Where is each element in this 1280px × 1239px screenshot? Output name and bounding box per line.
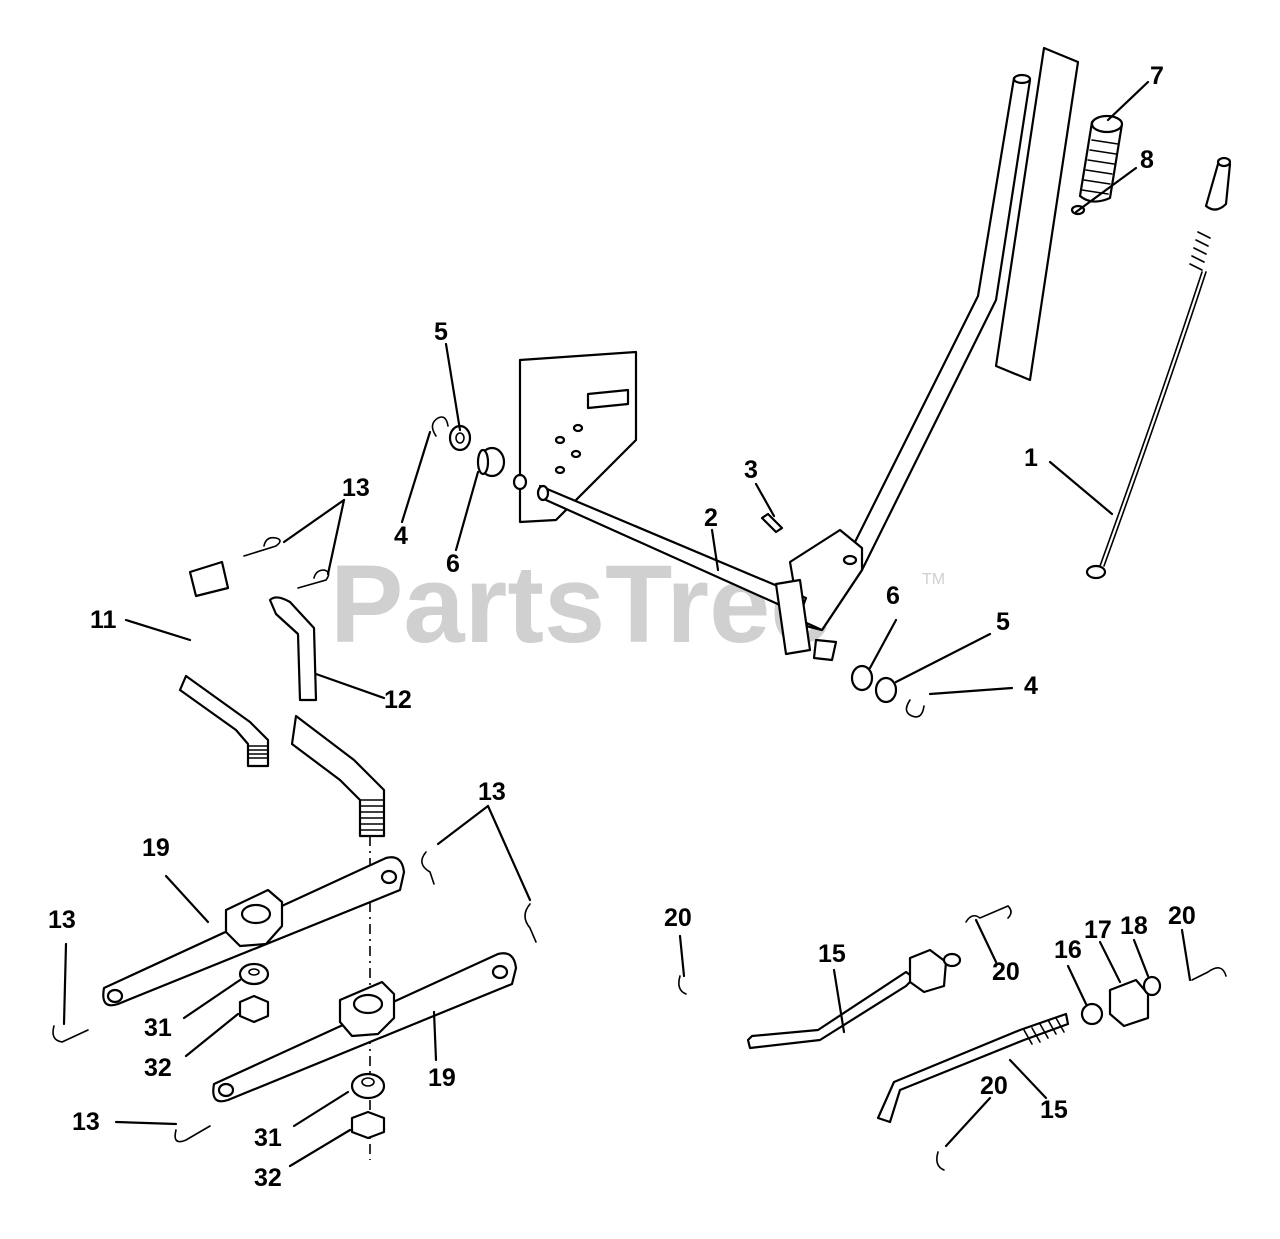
right-hardware	[850, 664, 925, 718]
callout-5-right: 5	[996, 608, 1010, 636]
callout-18: 18	[1120, 912, 1148, 940]
callout-20-right: 20	[1168, 902, 1196, 930]
callout-15-upper: 15	[818, 940, 846, 968]
callout-13-bottom: 13	[72, 1108, 100, 1136]
clevis-pin-top	[243, 536, 330, 589]
callout-31-lower: 31	[254, 1124, 282, 1152]
callout-20-mid: 20	[992, 958, 1020, 986]
callout-19-upper: 19	[142, 834, 170, 862]
lift-lever	[788, 73, 1032, 632]
link-11	[178, 560, 270, 768]
lift-cable	[1085, 156, 1232, 580]
callout-13-right: 13	[478, 778, 506, 806]
callout-4-right: 4	[1024, 672, 1038, 700]
callout-6-left: 6	[446, 550, 460, 578]
callout-7: 7	[1150, 62, 1164, 90]
callout-8: 8	[1140, 146, 1154, 174]
callout-32-upper: 32	[144, 1054, 172, 1082]
roll-pin	[760, 512, 784, 534]
watermark-trademark: TM	[922, 571, 945, 588]
callout-11: 11	[90, 606, 117, 634]
callout-4-left: 4	[394, 522, 408, 550]
callout-13-left: 13	[48, 906, 76, 934]
callout-20-bottom: 20	[980, 1072, 1008, 1100]
callout-31-upper: 31	[144, 1014, 172, 1042]
washer-31-lower	[350, 1072, 386, 1100]
callout-labels: 1 2 3 4 4 5 5 6 6 7 8 11 12 13 13 13 13 …	[48, 62, 1196, 1192]
callout-6-right: 6	[886, 582, 900, 610]
clip-13-left	[52, 851, 537, 1143]
nut-32-lower	[350, 1110, 386, 1140]
callout-5-left: 5	[434, 318, 448, 346]
callout-17: 17	[1084, 916, 1112, 944]
arm-19-upper	[102, 856, 406, 1007]
link-12	[268, 596, 386, 838]
knob	[1070, 114, 1124, 216]
watermark-brand: PartsTree	[330, 543, 831, 666]
callout-20-left: 20	[664, 904, 692, 932]
callout-16: 16	[1054, 936, 1082, 964]
callout-12: 12	[384, 686, 412, 714]
rod-15-upper	[678, 905, 1012, 1050]
leader-lines	[62, 80, 1192, 1168]
arm-19-lower	[212, 952, 518, 1103]
callout-15-lower: 15	[1040, 1096, 1068, 1124]
cross-shaft	[512, 473, 838, 662]
callout-13-top: 13	[342, 474, 370, 502]
callout-1: 1	[1024, 444, 1038, 472]
nut-32-upper	[238, 994, 270, 1024]
callout-32-lower: 32	[254, 1164, 282, 1192]
rod-15-lower	[876, 967, 1227, 1171]
washer-31-upper	[238, 962, 270, 986]
watermark: PartsTree TM	[330, 543, 945, 666]
handle-grip	[994, 46, 1080, 382]
callout-19-lower: 19	[428, 1064, 456, 1092]
left-hardware	[431, 416, 506, 478]
callout-2: 2	[704, 504, 718, 532]
callout-3: 3	[744, 456, 758, 484]
mounting-plate	[518, 350, 638, 524]
